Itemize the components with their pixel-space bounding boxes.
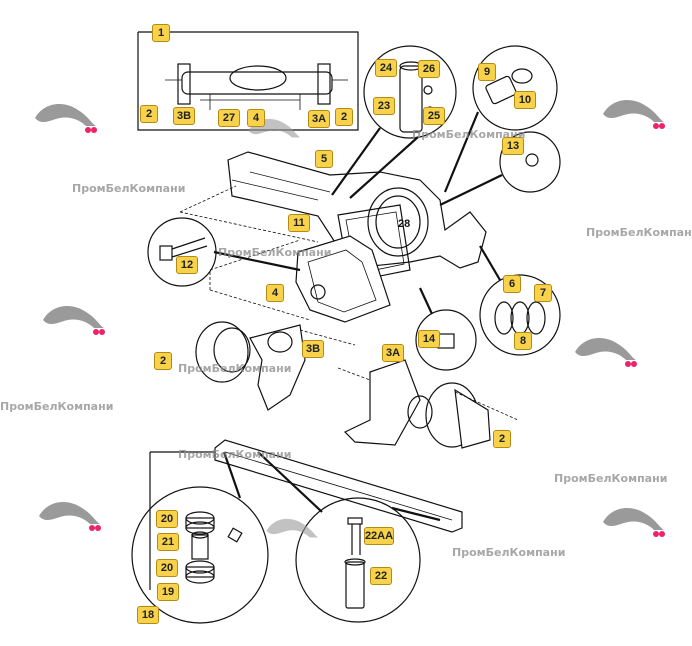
callout-22: 22 (370, 567, 392, 585)
brand-logo-icon (266, 518, 319, 538)
brand-logo-icon (603, 508, 665, 537)
bushing-kit-detail (131, 451, 269, 624)
bearing-detail (479, 245, 561, 356)
callout-8: 8 (514, 332, 532, 350)
brand-logo-icon (575, 338, 637, 367)
watermark: ПромБелКомпани (72, 182, 186, 195)
watermark: ПромБелКомпани (412, 128, 526, 141)
callout-3b: 3B (302, 340, 324, 358)
callout-22aa: 22AA (364, 527, 394, 545)
vent-detail (439, 131, 561, 206)
callout-6: 6 (503, 275, 521, 293)
callout-23: 23 (373, 97, 395, 115)
callout-2: 2 (154, 352, 172, 370)
callout-12: 12 (176, 256, 198, 274)
callout-9: 9 (478, 63, 496, 81)
callout-5: 5 (315, 150, 333, 168)
bolt-detail (147, 217, 301, 287)
callout-25: 25 (423, 107, 445, 125)
callout-27: 27 (218, 109, 240, 127)
watermark: ПромБелКомпани (0, 400, 114, 413)
callout-4: 4 (247, 109, 265, 127)
axle-overview-box (137, 31, 359, 131)
watermark: ПромБелКомпани (178, 448, 292, 461)
callout-3a: 3A (382, 344, 404, 362)
callout-14: 14 (418, 330, 440, 348)
brand-logo-icon (43, 306, 105, 335)
callout-11: 11 (288, 214, 310, 232)
watermark: ПромБелКомпани (178, 362, 292, 375)
callout-2: 2 (493, 430, 511, 448)
callout-4: 4 (266, 284, 284, 302)
watermark: ПромБелКомпани (554, 472, 668, 485)
callout-24: 24 (375, 59, 397, 77)
part-label-28: 28 (398, 218, 411, 230)
callout-2: 2 (335, 108, 353, 126)
callout-18: 18 (137, 606, 159, 624)
brand-logo-icon (39, 502, 101, 531)
watermark: ПромБелКомпани (586, 226, 692, 239)
callout-7: 7 (534, 284, 552, 302)
callout-2: 2 (140, 105, 158, 123)
callout-3b: 3B (173, 107, 195, 125)
right-hub-knuckle (337, 359, 519, 449)
brand-logo-icon (603, 100, 665, 129)
callout-13: 13 (502, 137, 524, 155)
watermark: ПромБелКомпани (452, 546, 566, 559)
callout-21: 21 (157, 533, 179, 551)
bushing-detail (443, 45, 558, 193)
callout-10: 10 (514, 91, 536, 109)
differential-cover (209, 235, 391, 323)
callout-20: 20 (156, 559, 178, 577)
callout-26: 26 (418, 60, 440, 78)
brand-logo-icon (35, 104, 97, 133)
callout-3a: 3A (308, 110, 330, 128)
bolt-bushing-detail (257, 451, 441, 623)
callout-20: 20 (156, 510, 178, 528)
nut-detail (415, 287, 477, 371)
callout-1: 1 (152, 24, 170, 42)
left-hub-knuckle (195, 321, 356, 411)
callout-19: 19 (157, 583, 179, 601)
watermark: ПромБелКомпани (218, 246, 332, 259)
